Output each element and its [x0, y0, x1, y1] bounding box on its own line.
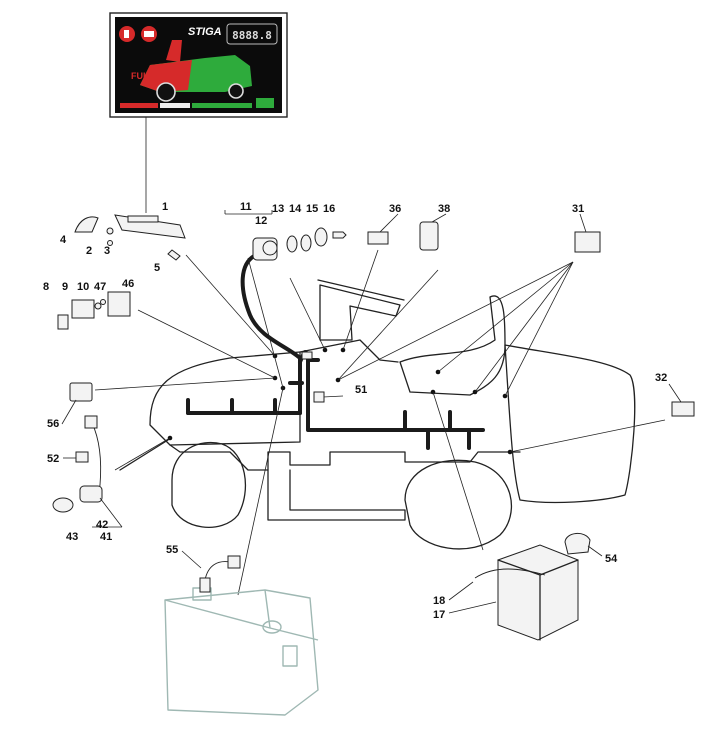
part-43-bulb — [52, 497, 74, 513]
part-54-terminal-cap — [564, 533, 591, 555]
callout-42: 42 — [96, 519, 108, 531]
fuel-pump-icon — [119, 26, 135, 42]
callout-2: 2 — [86, 245, 92, 257]
part-46-relay — [107, 291, 131, 317]
fuel-tank — [164, 587, 319, 716]
part-31-switch — [574, 231, 601, 253]
callout-46: 46 — [122, 278, 134, 290]
callout-15: 15 — [306, 203, 318, 215]
level-bar — [120, 98, 274, 108]
part-51-clip — [313, 391, 325, 403]
callout-36: 36 — [389, 203, 401, 215]
part-55-fuel-sensor — [199, 555, 241, 593]
callout-13: 13 — [272, 203, 284, 215]
callout-11: 11 — [240, 201, 252, 213]
part-1-dash-panel — [114, 214, 186, 239]
hour-counter: 8888.8 — [232, 29, 272, 42]
callout-47: 47 — [94, 281, 106, 293]
part-38-switch — [419, 221, 439, 251]
part-12-ignition-switch — [252, 237, 278, 261]
dashboard-display: STIGA 8888.8 FULL — [109, 12, 288, 118]
callout-32: 32 — [655, 372, 667, 384]
callout-54: 54 — [605, 553, 618, 565]
callout-9: 9 — [62, 281, 68, 293]
callout-38: 38 — [438, 203, 450, 215]
bracket-41 — [92, 497, 123, 528]
callout-10: 10 — [77, 281, 89, 293]
part-47-washer — [100, 299, 106, 305]
part-5-bolt — [167, 249, 181, 261]
part-52-plug — [75, 451, 89, 463]
callout-17: 17 — [433, 609, 445, 621]
callout-41: 41 — [100, 531, 112, 543]
part-42-lamp-holder — [79, 485, 103, 503]
part-14-nut — [300, 234, 312, 252]
callout-31: 31 — [572, 203, 584, 215]
bracket-11 — [224, 210, 273, 215]
callout-12: 12 — [255, 215, 267, 227]
part-32-sensor — [671, 401, 695, 417]
brand-logo: STIGA — [188, 26, 222, 38]
callout-1: 1 — [162, 201, 168, 213]
battery — [474, 544, 579, 641]
part-56-connector — [69, 382, 93, 402]
connection-points — [167, 347, 513, 455]
part-4-bracket — [74, 216, 99, 233]
tractor-silhouette — [140, 40, 252, 102]
callout-5: 5 — [154, 262, 160, 274]
tractor-outline — [119, 279, 636, 550]
callout-43: 43 — [66, 531, 78, 543]
callout-16: 16 — [323, 203, 335, 215]
callout-labels: 1 2 3 4 5 8 9 10 47 46 11 12 13 14 15 16… — [43, 201, 667, 621]
callout-55: 55 — [166, 544, 178, 556]
callout-52: 52 — [47, 453, 59, 465]
part-9-sensor — [71, 299, 95, 319]
part-8-connector — [57, 314, 69, 330]
part-3-clip — [107, 240, 113, 246]
wiring-harness — [186, 252, 485, 450]
callout-4: 4 — [60, 234, 67, 246]
part-36-switch — [367, 231, 389, 245]
callout-51: 51 — [355, 384, 367, 396]
callout-56: 56 — [47, 418, 59, 430]
leader-lines — [94, 249, 666, 596]
callout-3: 3 — [104, 245, 110, 257]
battery-icon — [141, 26, 157, 42]
part-15-bezel — [314, 227, 328, 247]
part-10-nut — [94, 302, 102, 310]
callout-18: 18 — [433, 595, 445, 607]
part-2-screw — [106, 227, 114, 235]
fuel-full-label: FULL — [131, 71, 154, 81]
part-13-ring — [286, 235, 298, 253]
callout-14: 14 — [289, 203, 302, 215]
callout-8: 8 — [43, 281, 49, 293]
part-16-key — [332, 231, 347, 239]
